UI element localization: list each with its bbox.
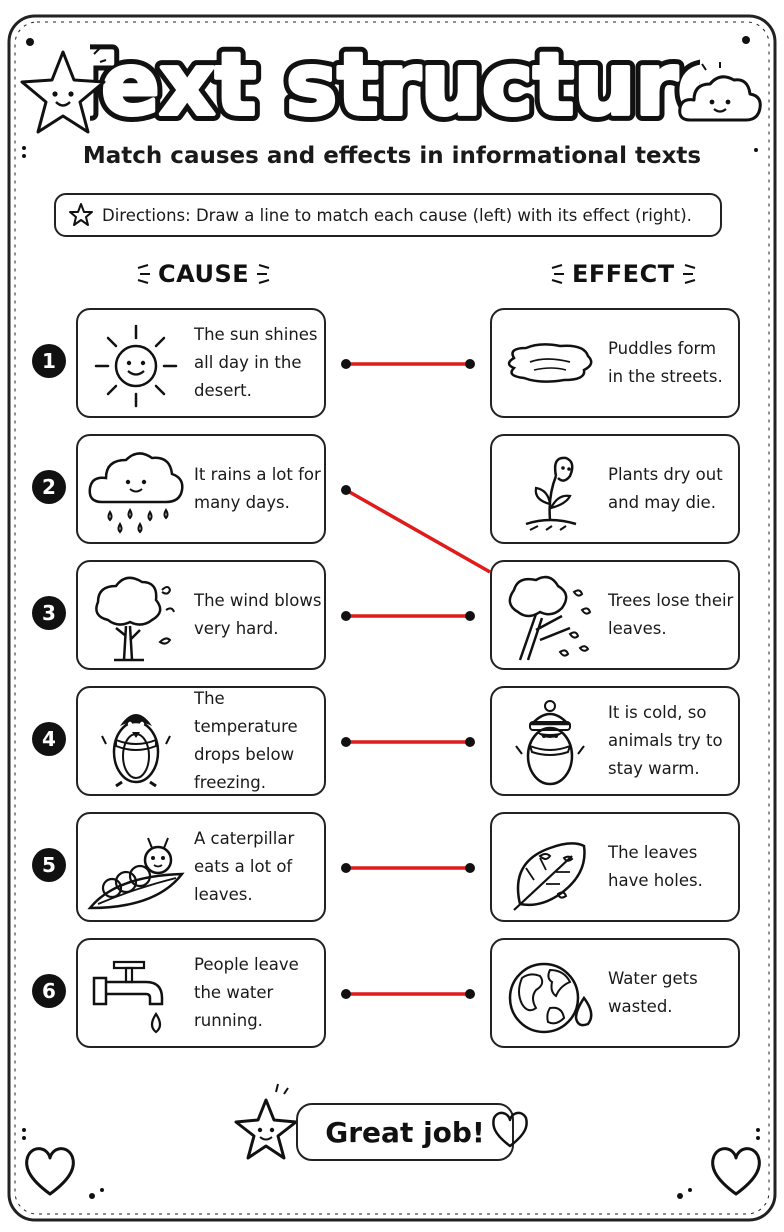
match-dot[interactable] [465, 359, 475, 369]
heart-icon [25, 1147, 75, 1196]
effect-text: It is cold, so animals try to stay warm. [608, 703, 723, 778]
effect-card[interactable]: Puddles form in the streets. [490, 308, 740, 418]
cause-card[interactable]: It rains a lot for many days. [76, 434, 326, 544]
svg-text:Text structure: Text structure [90, 35, 700, 135]
cause-text: The temperature drops below freezing. [194, 689, 298, 792]
effect-text: The leaves have holes. [608, 843, 703, 890]
cause-text: The sun shines all day in the desert. [194, 325, 318, 400]
effect-card[interactable]: Water gets wasted. [490, 938, 740, 1048]
rain-cloud-icon [88, 452, 184, 534]
effect-card[interactable]: Trees lose their leaves. [490, 560, 740, 670]
cause-number: 4 [32, 722, 66, 756]
star-outline-icon [69, 203, 93, 226]
windy-tree-icon [95, 576, 175, 662]
match-dot[interactable] [341, 737, 351, 747]
svg-text:Text structure: Text structure [90, 35, 700, 135]
effect-text: Plants dry out and may die. [608, 465, 723, 512]
caterpillar-icon [87, 837, 185, 910]
sun-icon [94, 324, 178, 408]
match-dot[interactable] [465, 989, 475, 999]
effect-text: Trees lose their leaves. [608, 591, 734, 638]
smiling-star-icon [20, 47, 107, 134]
match-dot[interactable] [465, 611, 475, 621]
puddle-icon [507, 343, 593, 383]
cause-number: 3 [32, 596, 66, 630]
match-dot[interactable] [465, 737, 475, 747]
sparkle-lines-icon [257, 264, 270, 284]
cause-text: The wind blows very hard. [194, 591, 322, 638]
effect-card[interactable]: It is cold, so animals try to stay warm. [490, 686, 740, 796]
effect-card[interactable]: Plants dry out and may die. [490, 434, 740, 544]
cause-card[interactable]: A caterpillar eats a lot of leaves. [76, 812, 326, 922]
cause-card[interactable]: The sun shines all day in the desert. [76, 308, 326, 418]
cause-number: 6 [32, 974, 66, 1008]
directions-text: Directions: Draw a line to match each ca… [102, 205, 692, 225]
effect-card[interactable]: The leaves have holes. [490, 812, 740, 922]
cause-number: 2 [32, 470, 66, 504]
cause-card[interactable]: The wind blows very hard. [76, 560, 326, 670]
cause-heading: CAUSE [136, 260, 271, 288]
subtitle: Match causes and effects in informationa… [82, 143, 702, 169]
match-dot[interactable] [341, 863, 351, 873]
cause-text: It rains a lot for many days. [194, 465, 321, 512]
faucet-icon [92, 960, 164, 1034]
match-dot[interactable] [341, 611, 351, 621]
sparkle-lines-icon [551, 264, 564, 284]
earth-drop-icon [508, 962, 593, 1034]
great-job-banner: Great job! [296, 1103, 514, 1161]
match-dot[interactable] [341, 359, 351, 369]
effect-text: Water gets wasted. [608, 969, 698, 1016]
smiling-cloud-icon [678, 62, 762, 122]
wilted-plant-icon [525, 456, 577, 531]
cause-card[interactable]: The temperature drops below freezing. [76, 686, 326, 796]
directions-box: Directions: Draw a line to match each ca… [54, 193, 722, 237]
page-title: Text structure Text structure [90, 28, 700, 140]
cause-card[interactable]: People leave the water running. [76, 938, 326, 1048]
smiling-star-icon [234, 1083, 298, 1160]
leaf-holes-icon [513, 842, 586, 911]
bare-tree-icon [508, 575, 592, 661]
match-line [345, 488, 491, 574]
effect-heading: EFFECT [550, 260, 697, 288]
cause-number: 5 [32, 848, 66, 882]
cause-text: People leave the water running. [194, 955, 299, 1030]
heart-icon [492, 1111, 528, 1148]
cause-text: A caterpillar eats a lot of leaves. [194, 829, 295, 904]
effect-text: Puddles form in the streets. [608, 339, 723, 386]
match-dot[interactable] [465, 863, 475, 873]
sparkle-lines-icon [137, 264, 150, 284]
sparkle-lines-icon [682, 264, 695, 284]
match-dot[interactable] [341, 989, 351, 999]
match-dot[interactable] [341, 485, 351, 495]
penguin-icon [101, 714, 171, 788]
cause-number: 1 [32, 344, 66, 378]
penguin-hat-icon [515, 700, 585, 786]
heart-icon [711, 1147, 761, 1196]
